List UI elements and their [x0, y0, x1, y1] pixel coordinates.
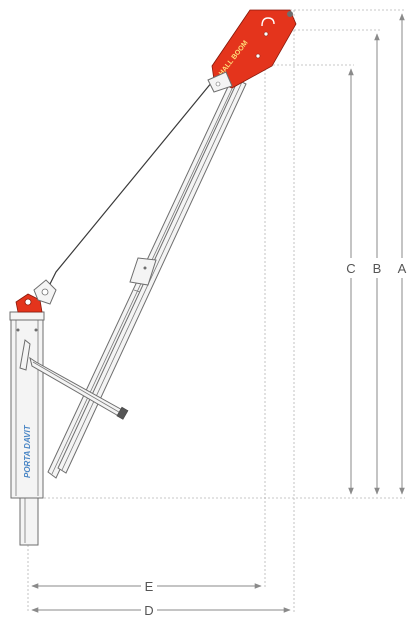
dimension-label-e: E — [145, 579, 154, 594]
dimension-d: D — [31, 602, 291, 618]
dimension-label-d: D — [144, 603, 153, 618]
mast-pin — [19, 494, 39, 546]
crank-handle — [19, 339, 129, 420]
dimension-label-a: A — [398, 261, 407, 276]
hook-icon — [261, 17, 275, 27]
dimension-label-b: B — [373, 261, 382, 276]
dimension-e: E — [31, 578, 262, 594]
mast-brand-label: PORTA DAVIT — [23, 424, 32, 478]
dimension-b: B — [370, 33, 384, 495]
lower-pulley — [15, 279, 57, 313]
dimension-a: A — [395, 13, 409, 495]
boom-arm — [47, 75, 247, 479]
cable — [49, 81, 213, 285]
boom-head: HALL BOOM — [207, 9, 297, 93]
dimension-label-c: C — [346, 261, 355, 276]
mast-body: PORTA DAVIT — [9, 311, 45, 499]
dimension-c: C — [344, 68, 358, 495]
dimension-guides — [27, 9, 405, 612]
